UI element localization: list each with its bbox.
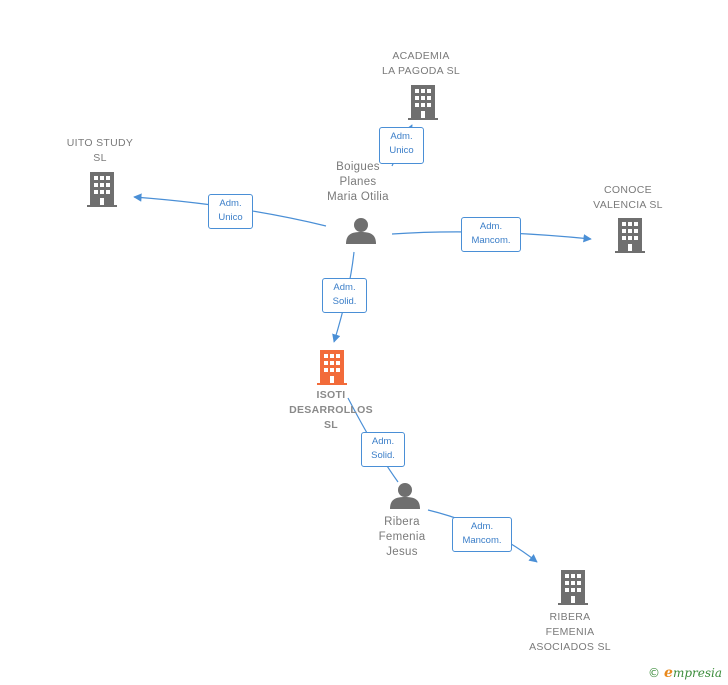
node-label-conoce[interactable]: CONOCE VALENCIA SL xyxy=(593,184,663,211)
node-label-ribera-jesus[interactable]: Ribera Femenia Jesus xyxy=(378,516,426,558)
edge-label-ribera-riberasl: Adm. Mancom. xyxy=(452,517,512,552)
node-label-ribera-sl[interactable]: RIBERA FEMENIA ASOCIADOS SL xyxy=(529,611,611,653)
brand-name: mpresia xyxy=(672,666,722,680)
node-label-academia[interactable]: ACADEMIA LA PAGODA SL xyxy=(381,50,461,77)
person-icon-ribera-jesus[interactable] xyxy=(390,483,420,509)
edge-label-ribera-isoti: Adm. Solid. xyxy=(361,432,405,467)
edge-label-boigues-conoce: Adm. Mancom. xyxy=(461,217,521,252)
brand-initial: e xyxy=(664,665,673,681)
node-label-boigues[interactable]: Boigues Planes Maria Otilia xyxy=(327,161,389,203)
edge-label-boigues-isoti: Adm. Solid. xyxy=(322,278,367,313)
copyright-symbol: © xyxy=(648,666,661,680)
building-icon-isoti[interactable] xyxy=(317,350,347,385)
edge-label-boigues-academia: Adm. Unico xyxy=(379,127,424,164)
building-icon-ribera-sl[interactable] xyxy=(558,570,588,605)
building-icon-uito[interactable] xyxy=(87,172,117,207)
building-icon-academia[interactable] xyxy=(408,85,438,120)
edge-label-boigues-uito: Adm. Unico xyxy=(208,194,253,229)
brand-watermark: ©empresia xyxy=(648,665,722,681)
building-icon-conoce[interactable] xyxy=(615,218,645,253)
person-icon-boigues[interactable] xyxy=(346,218,376,244)
node-label-uito[interactable]: UITO STUDY SL xyxy=(66,137,134,164)
node-label-isoti[interactable]: ISOTI DESARROLLOS SL xyxy=(289,389,373,431)
